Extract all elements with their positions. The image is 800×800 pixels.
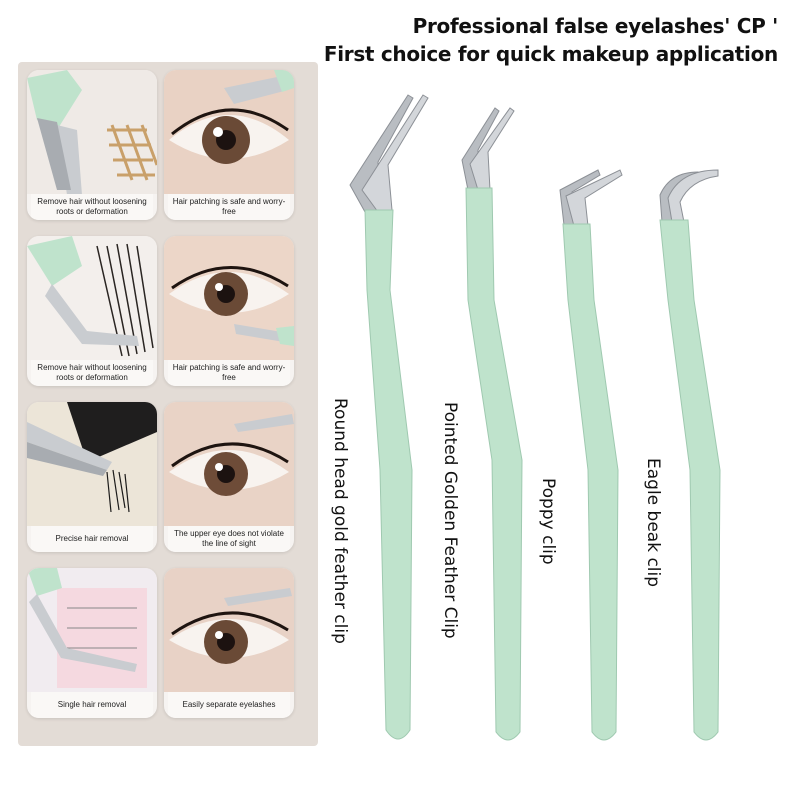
feature-card-eye: The upper eye does not violate the line …: [164, 402, 294, 552]
feature-card-tool: Remove hair without loosening roots or d…: [27, 236, 157, 386]
eagle-beak-tweezer: [659, 169, 721, 741]
pointed-tweezer: [461, 107, 523, 741]
feature-card-eye: Hair patching is safe and worry-free: [164, 70, 294, 220]
feature-caption: The upper eye does not violate the line …: [168, 526, 290, 552]
product-label: Eagle beak clip: [643, 458, 663, 588]
feature-card-eye: Hair patching is safe and worry-free: [164, 236, 294, 386]
tweezer-closeup-image: [27, 70, 157, 195]
product-label: Round head gold feather clip: [330, 398, 350, 644]
feature-caption: Hair patching is safe and worry-free: [168, 194, 290, 220]
feature-caption: Remove hair without loosening roots or d…: [31, 360, 153, 386]
headline-line-2: First choice for quick makeup applicatio…: [323, 42, 778, 66]
feature-caption: Easily separate eyelashes: [168, 692, 290, 718]
tweezer-closeup-image: [27, 402, 157, 526]
eye-closeup-image: [164, 402, 294, 526]
feature-card-tool: Precise hair removal: [27, 402, 157, 552]
headline-line-1: Professional false eyelashes' CP ': [412, 14, 779, 38]
feature-caption: Remove hair without loosening roots or d…: [31, 194, 153, 220]
eye-closeup-image: [164, 236, 294, 360]
poppy-tweezer: [559, 169, 623, 741]
product-label: Pointed Golden Feather Clip: [440, 402, 460, 639]
tweezer-set-image: [349, 94, 721, 741]
feature-caption: Hair patching is safe and worry-free: [168, 360, 290, 386]
feature-panel: Remove hair without loosening roots or d…: [18, 62, 318, 746]
tweezer-closeup-image: [27, 568, 157, 692]
feature-caption: Single hair removal: [31, 692, 153, 718]
tweezer-closeup-image: [27, 236, 157, 360]
round-head-tweezer: [349, 94, 429, 740]
feature-caption: Precise hair removal: [31, 526, 153, 552]
product-label: Poppy clip: [538, 478, 558, 565]
feature-card-tool: Remove hair without loosening roots or d…: [27, 70, 157, 220]
headline: Professional false eyelashes' CP ' First…: [324, 12, 778, 68]
eye-closeup-image: [164, 568, 294, 692]
feature-card-eye: Easily separate eyelashes: [164, 568, 294, 718]
feature-card-tool: Single hair removal: [27, 568, 157, 718]
eye-closeup-image: [164, 70, 294, 194]
